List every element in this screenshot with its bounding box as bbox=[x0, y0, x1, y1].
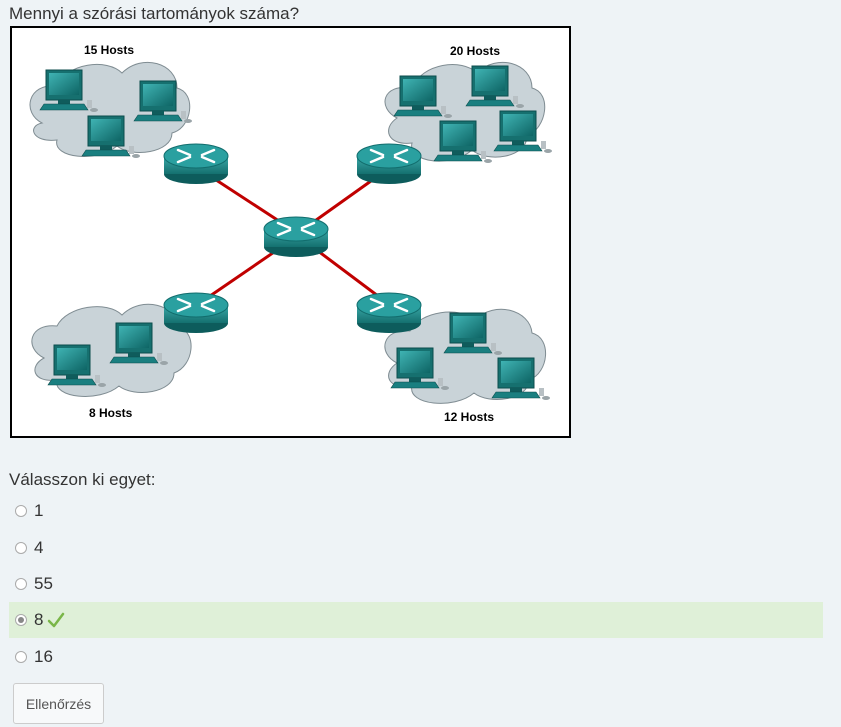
answer-option[interactable]: 16 bbox=[9, 639, 823, 675]
router-bottom-left bbox=[162, 291, 230, 335]
radio-button[interactable] bbox=[15, 542, 27, 554]
answer-option-correct[interactable]: 8 bbox=[9, 602, 823, 638]
answer-prompt: Válasszon ki egyet: bbox=[9, 470, 156, 489]
answer-option-label: 55 bbox=[34, 574, 53, 593]
network-links bbox=[209, 174, 379, 298]
host-count-label: 12 Hosts bbox=[444, 410, 494, 424]
question-text: Mennyi a szórási tartományok száma? bbox=[9, 4, 300, 23]
router-top-left bbox=[162, 142, 230, 186]
host-count-label: 20 Hosts bbox=[450, 44, 500, 58]
host-count-label: 8 Hosts bbox=[89, 406, 133, 420]
host-count-label: 15 Hosts bbox=[84, 43, 134, 57]
router-bottom-right bbox=[355, 291, 423, 335]
radio-button[interactable] bbox=[15, 651, 27, 663]
answer-option[interactable]: 1 bbox=[9, 493, 823, 529]
answer-option-label: 16 bbox=[34, 647, 53, 666]
radio-button-selected[interactable] bbox=[15, 614, 27, 626]
router-top-right bbox=[355, 142, 423, 186]
answer-option-label: 8 bbox=[34, 610, 44, 629]
answer-option-label: 4 bbox=[34, 538, 44, 557]
router-center bbox=[262, 215, 330, 259]
check-icon bbox=[48, 612, 65, 628]
network-diagram: 15 Hosts 20 Hosts 8 Hosts 12 Hosts bbox=[10, 26, 571, 438]
answer-option[interactable]: 55 bbox=[9, 566, 823, 602]
answer-option-label: 1 bbox=[34, 501, 44, 520]
check-button[interactable]: Ellenőrzés bbox=[13, 683, 104, 724]
radio-button[interactable] bbox=[15, 578, 27, 590]
answer-option[interactable]: 4 bbox=[9, 530, 823, 566]
radio-button[interactable] bbox=[15, 505, 27, 517]
